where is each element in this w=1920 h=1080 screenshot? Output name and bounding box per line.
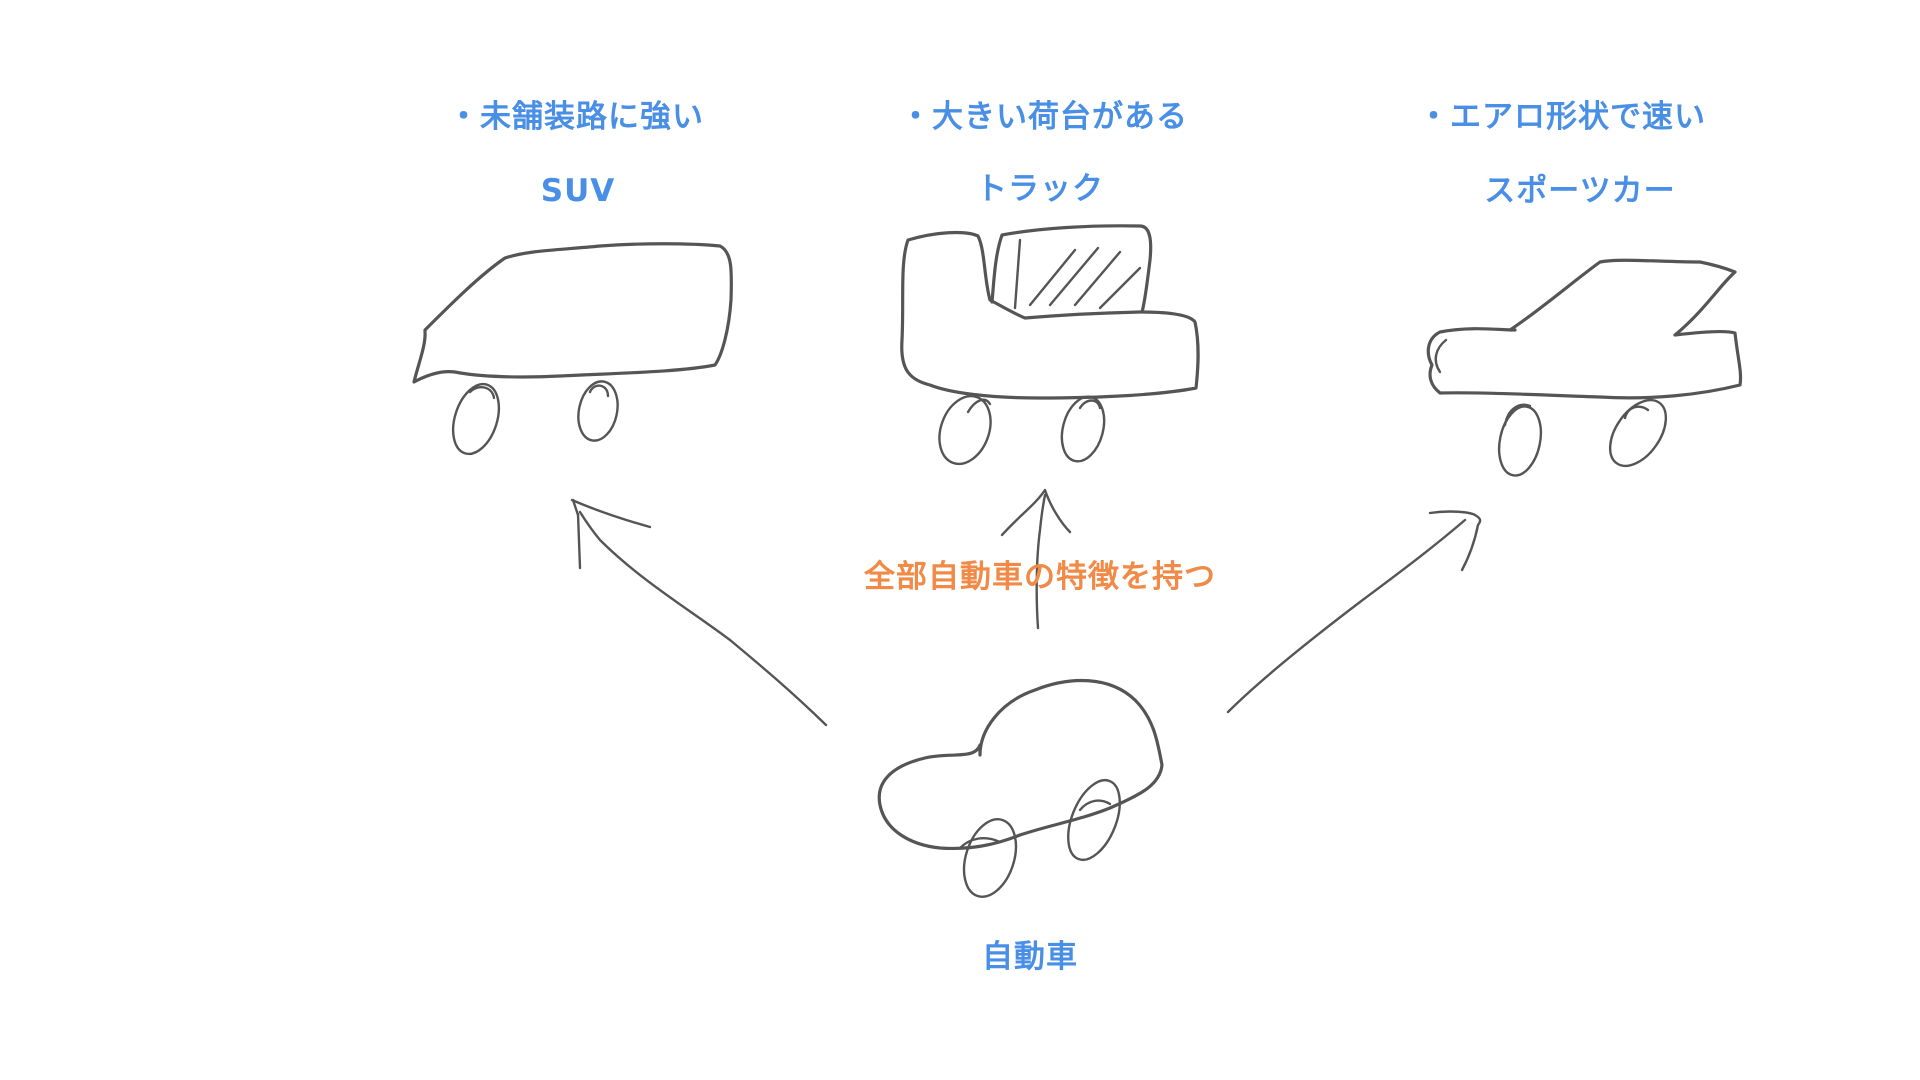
- base-car-name-label: 自動車: [982, 939, 1078, 975]
- truck-drawing-icon: [900, 224, 1200, 466]
- arrow-icon: [570, 498, 828, 727]
- suv-feature-label: ・未舗装路に強い: [448, 99, 704, 135]
- arrow-icon: [1000, 488, 1072, 630]
- sports-car-feature-label: ・エアロ形状で速い: [1418, 99, 1706, 135]
- arrow-icon: [1226, 510, 1482, 714]
- suv-name-label: SUV: [540, 173, 616, 209]
- suv-drawing-icon: [412, 242, 733, 456]
- base-car-drawing-icon: [877, 678, 1164, 898]
- inheritance-note: 全部自動車の特徴を持つ: [864, 559, 1216, 595]
- truck-feature-label: ・大きい荷台がある: [900, 99, 1188, 135]
- sports-car-name-label: スポーツカー: [1484, 173, 1676, 209]
- sports-car-drawing-icon: [1426, 258, 1743, 477]
- truck-name-label: トラック: [976, 171, 1104, 207]
